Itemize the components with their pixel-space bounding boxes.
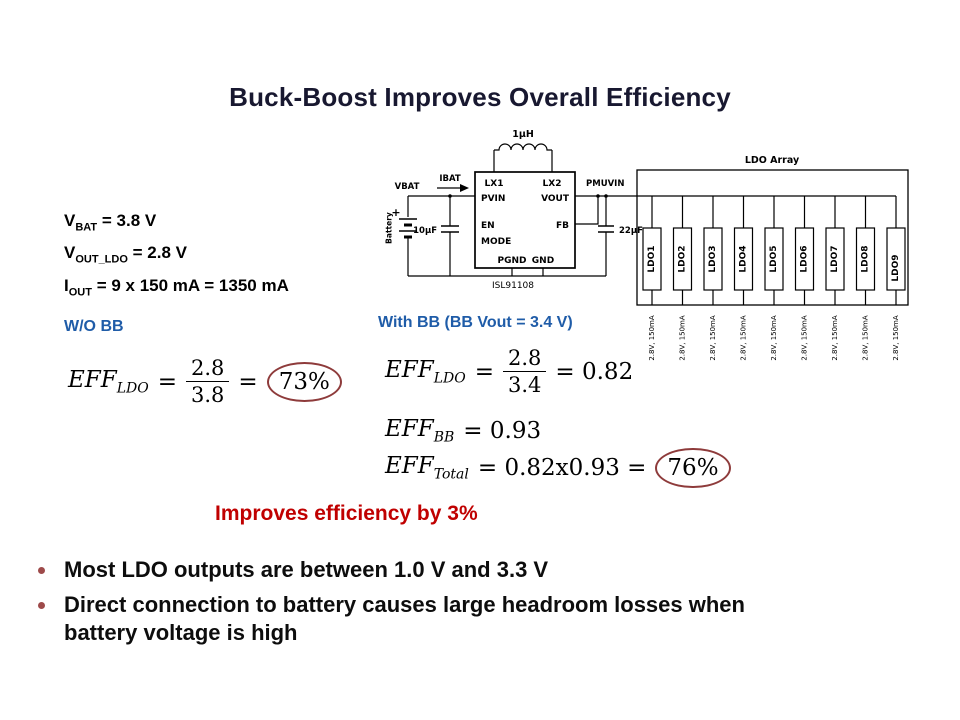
input-cap-label: 10µF bbox=[413, 226, 437, 236]
page-title: Buck-Boost Improves Overall Efficiency bbox=[229, 82, 731, 112]
ldo-label: LDO1 bbox=[647, 245, 657, 272]
condition-vout-ldo: VOUT_LDO = 2.8 V bbox=[64, 243, 187, 266]
fb-wire bbox=[575, 196, 599, 225]
ldo-labels: LDO1 LDO2 LDO3 LDO4 LDO5 LDO6 LDO7 LDO8 … bbox=[647, 245, 901, 281]
battery-long-plates bbox=[399, 218, 417, 232]
bullet-icon bbox=[38, 567, 45, 574]
eq-with-bb-bb: EFFBB = 0.93 bbox=[385, 416, 541, 446]
with-bb-heading: With BB (BB Vout = 3.4 V) bbox=[378, 314, 573, 331]
ldo-boxes bbox=[642, 227, 906, 291]
denominator: 3.8 bbox=[191, 383, 225, 408]
equals-sign: = bbox=[157, 368, 177, 395]
ldo-label: LDO8 bbox=[861, 245, 871, 272]
list-item: Direct connection to battery causes larg… bbox=[38, 591, 794, 647]
ldo-spec: 2.8V, 150mA bbox=[862, 315, 870, 361]
equals-sign: = bbox=[474, 358, 494, 385]
numerator: 2.8 bbox=[186, 356, 230, 383]
eq-result-text: = 0.93 bbox=[463, 417, 542, 444]
pin-mode: MODE bbox=[481, 237, 511, 247]
eq-with-bb-ldo: EFFLDO = 2.8 3.4 = 0.82 bbox=[385, 346, 633, 397]
inductor-coil bbox=[494, 143, 552, 151]
pin-en: EN bbox=[481, 221, 495, 231]
pin-lx1: LX1 bbox=[485, 179, 504, 189]
ldo-spec: 2.8V, 150mA bbox=[892, 315, 900, 361]
pmuvin-label: PMUVIN bbox=[586, 179, 624, 189]
bullet-icon bbox=[38, 601, 45, 609]
input-cap-plates bbox=[441, 225, 459, 233]
efficiency-callout: Improves efficiency by 3% bbox=[215, 502, 478, 525]
ibat-label: IBAT bbox=[439, 174, 461, 184]
junction-dot bbox=[448, 194, 452, 198]
vbat-label: VBAT bbox=[395, 182, 420, 192]
ldo-spec: 2.8V, 150mA bbox=[709, 315, 717, 361]
battery-short-plates bbox=[404, 223, 412, 239]
chip-part-number: ISL91108 bbox=[492, 281, 534, 291]
ldo-label: LDO5 bbox=[769, 245, 779, 272]
bullet-text: Direct connection to battery causes larg… bbox=[64, 591, 745, 645]
junction-dot bbox=[604, 194, 608, 198]
pin-vout: VOUT bbox=[541, 194, 570, 204]
eq-result-text: = 0.82x0.93 = bbox=[477, 455, 647, 481]
ibat-arrowhead bbox=[460, 184, 469, 192]
eq-function: EFFLDO bbox=[385, 356, 466, 387]
ldo-array-label: LDO Array bbox=[745, 155, 800, 166]
ldo-spec: 2.8V, 150mA bbox=[801, 315, 809, 361]
junction-dot bbox=[596, 194, 600, 198]
ldo-spec: 2.8V, 150mA bbox=[679, 315, 687, 361]
denominator: 3.4 bbox=[508, 373, 542, 398]
ldo-specs: 2.8V, 150mA 2.8V, 150mA 2.8V, 150mA 2.8V… bbox=[648, 315, 900, 361]
pin-fb: FB bbox=[556, 221, 569, 231]
circuit-wires bbox=[399, 143, 897, 305]
condition-iout: IOUT = 9 x 150 mA = 1350 mA bbox=[64, 275, 289, 299]
list-item: Most LDO outputs are between 1.0 V and 3… bbox=[38, 556, 794, 584]
battery-label: Battery bbox=[385, 212, 394, 244]
equals-sign: = bbox=[238, 368, 258, 395]
eq-result-text: = 0.82 bbox=[555, 358, 634, 385]
ldo-label: LDO9 bbox=[891, 254, 901, 281]
eq-function: EFFTotal bbox=[385, 453, 469, 483]
pin-lx2: LX2 bbox=[543, 179, 562, 189]
battery-plus-sign: + bbox=[391, 206, 400, 219]
buck-boost-chip bbox=[474, 171, 576, 269]
bullet-list: Most LDO outputs are between 1.0 V and 3… bbox=[38, 556, 794, 647]
ldo-array-box bbox=[636, 169, 909, 306]
condition-vbat: VBAT = 3.8 V bbox=[64, 211, 157, 234]
circled-result: 76% bbox=[655, 448, 731, 488]
fraction: 2.8 3.8 bbox=[186, 356, 230, 408]
ldo-label: LDO3 bbox=[708, 245, 718, 272]
wo-bb-heading: W/O BB bbox=[64, 318, 124, 335]
pin-pvin: PVIN bbox=[481, 194, 505, 204]
ldo-spec: 2.8V, 150mA bbox=[740, 315, 748, 361]
eq-function: EFFBB bbox=[385, 416, 455, 446]
ldo-label: LDO2 bbox=[678, 245, 688, 272]
fraction: 2.8 3.4 bbox=[503, 346, 547, 398]
ldo-spec: 2.8V, 150mA bbox=[770, 315, 778, 361]
ldo-label: LDO6 bbox=[800, 245, 810, 272]
circuit-diagram: 1µH IBAT VBAT + Battery 10µF PMUVIN 22µF… bbox=[385, 129, 909, 361]
eq-with-bb-total: EFFTotal = 0.82x0.93 = 76% bbox=[385, 448, 731, 488]
pin-gnd: GND bbox=[532, 256, 554, 266]
output-cap-label: 22µF bbox=[619, 226, 643, 236]
operating-conditions: VBAT = 3.8 V VOUT_LDO = 2.8 V IOUT = 9 x… bbox=[64, 208, 289, 305]
ldo-spec: 2.8V, 150mA bbox=[831, 315, 839, 361]
eq-wo-bb: EFFLDO = 2.8 3.8 = 73% bbox=[68, 356, 342, 407]
eq-function: EFFLDO bbox=[68, 366, 149, 397]
ldo-label: LDO7 bbox=[830, 245, 840, 272]
output-cap-plates bbox=[598, 225, 614, 233]
pin-pgnd: PGND bbox=[498, 256, 527, 266]
circled-result: 73% bbox=[266, 361, 342, 402]
inductor-label: 1µH bbox=[512, 129, 534, 140]
numerator: 2.8 bbox=[503, 346, 547, 373]
bullet-text: Most LDO outputs are between 1.0 V and 3… bbox=[64, 557, 549, 582]
ldo-label: LDO4 bbox=[739, 245, 749, 272]
ldo-spec: 2.8V, 150mA bbox=[648, 315, 656, 361]
